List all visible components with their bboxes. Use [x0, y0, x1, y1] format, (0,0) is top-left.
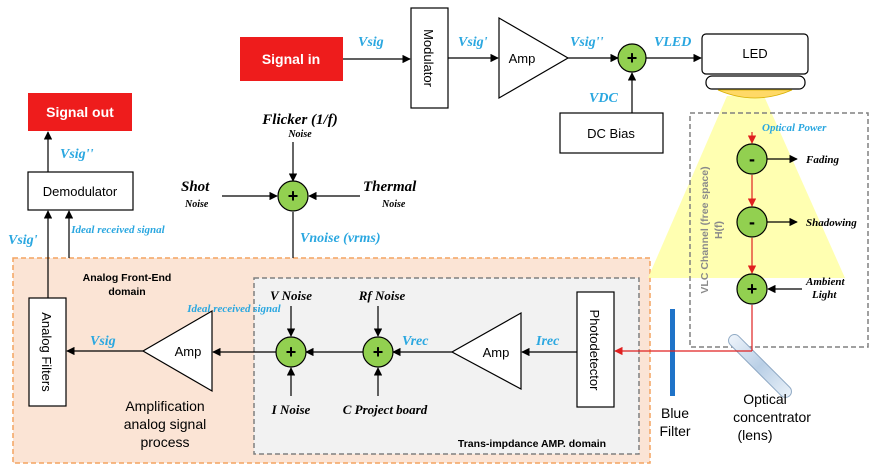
- label-concentrator-1: Optical: [743, 391, 787, 407]
- trans-impedance-domain: [253, 277, 640, 455]
- label-i-noise: I Noise: [271, 402, 311, 417]
- label-optical-power: Optical Power: [762, 122, 827, 134]
- dc-bias-label: DC Bias: [587, 126, 635, 141]
- afe-amp: [141, 309, 213, 393]
- label-blue-filter-1: Blue: [661, 405, 689, 421]
- sub-junction-fading: -: [736, 143, 768, 175]
- photodetector-label: Photodetector: [587, 310, 602, 392]
- label-vsig-prime-tx: Vsig': [458, 35, 488, 50]
- optical-concentrator: [728, 334, 792, 398]
- label-ideal-signal-mid: Ideal received signal: [186, 303, 281, 315]
- minus-sign: -: [749, 149, 755, 169]
- sum-junction-vnoise: +: [275, 336, 307, 368]
- label-irec: Irec: [535, 334, 560, 349]
- plus-sign: +: [627, 48, 638, 68]
- label-blue-filter-2: Filter: [659, 423, 690, 439]
- led-base: [705, 75, 806, 90]
- label-c-project-board: C Project board: [343, 402, 428, 417]
- label-ideal-signal-top: Ideal received signal: [70, 224, 165, 236]
- label-tia-domain: Trans-impdance AMP. domain: [458, 438, 606, 450]
- label-amplification-3: process: [140, 434, 189, 450]
- demodulator-label: Demodulator: [43, 184, 118, 199]
- signal-out-block: [28, 93, 132, 131]
- label-fading: Fading: [805, 154, 840, 166]
- plus-sign: +: [747, 279, 758, 299]
- modulator-label: Modulator: [421, 29, 436, 87]
- label-vled: VLED: [654, 35, 691, 50]
- label-amplification-1: Amplification: [125, 398, 204, 414]
- tx-amp: [498, 16, 570, 100]
- signal-in-label: Signal in: [262, 51, 320, 67]
- label-thermal-sub: Noise: [381, 199, 406, 210]
- label-concentrator-2: concentrator: [733, 409, 811, 425]
- label-vnoise: Vnoise (vrms): [300, 231, 381, 246]
- label-vsig-dprime-rx: Vsig'': [60, 147, 94, 162]
- sub-junction-shadowing: -: [736, 206, 768, 238]
- analog-filters-block: [28, 297, 67, 407]
- label-shot: Shot: [181, 179, 210, 195]
- led-block: [701, 33, 809, 75]
- label-vsig-rx: Vsig: [90, 334, 116, 349]
- label-ambient-1: Ambient: [805, 276, 845, 288]
- plus-sign: +: [288, 186, 299, 206]
- plus-sign: +: [286, 342, 297, 362]
- label-amplification-2: analog signal: [124, 416, 207, 432]
- signal-out-label: Signal out: [46, 104, 114, 120]
- blue-filter: [670, 309, 675, 396]
- label-rf-noise: Rf Noise: [358, 288, 406, 303]
- sum-junction-ambient: +: [736, 273, 768, 305]
- led-label: LED: [742, 46, 767, 61]
- vlc-channel-box: [689, 112, 869, 348]
- label-vsig-prime-rx: Vsig': [8, 233, 38, 248]
- demodulator-block: [27, 171, 134, 211]
- label-ambient-2: Light: [811, 289, 837, 301]
- tx-amp-label: Amp: [509, 51, 536, 66]
- label-afe-domain-1: Analog Front-End: [83, 272, 172, 284]
- label-v-noise: V Noise: [270, 288, 312, 303]
- signal-in-block: [240, 37, 343, 81]
- afe-amp-label: Amp: [175, 344, 202, 359]
- plus-sign: +: [373, 342, 384, 362]
- tia-amp: [450, 311, 522, 391]
- sum-junction-rfnoise: +: [362, 336, 394, 368]
- analog-filters-label: Analog Filters: [39, 312, 54, 392]
- label-flicker-sub: Noise: [287, 129, 312, 140]
- label-afe-domain-2: domain: [108, 286, 145, 298]
- label-shot-sub: Noise: [184, 199, 209, 210]
- label-vsig-dprime-tx: Vsig'': [570, 35, 604, 50]
- label-shadowing: Shadowing: [806, 217, 857, 229]
- led-emitter: [717, 89, 793, 99]
- label-vlc-channel: VLC Channel (free space): [699, 166, 711, 293]
- label-vlc-hf: H(f): [713, 221, 725, 239]
- label-flicker: Flicker (1/f): [261, 112, 337, 128]
- sum-junction-tx: +: [617, 43, 647, 73]
- label-thermal: Thermal: [363, 179, 417, 195]
- label-concentrator-3: (lens): [737, 427, 772, 443]
- tia-amp-label: Amp: [483, 345, 510, 360]
- minus-sign: -: [749, 212, 755, 232]
- label-vdc: VDC: [589, 91, 618, 106]
- photodetector-block: [576, 291, 615, 408]
- sum-junction-noise: +: [277, 180, 309, 212]
- modulator-block: [410, 7, 449, 109]
- light-beam: [648, 96, 845, 278]
- label-vsig-tx: Vsig: [358, 35, 384, 50]
- dc-bias-block: [559, 112, 664, 154]
- label-vrec: Vrec: [402, 334, 429, 349]
